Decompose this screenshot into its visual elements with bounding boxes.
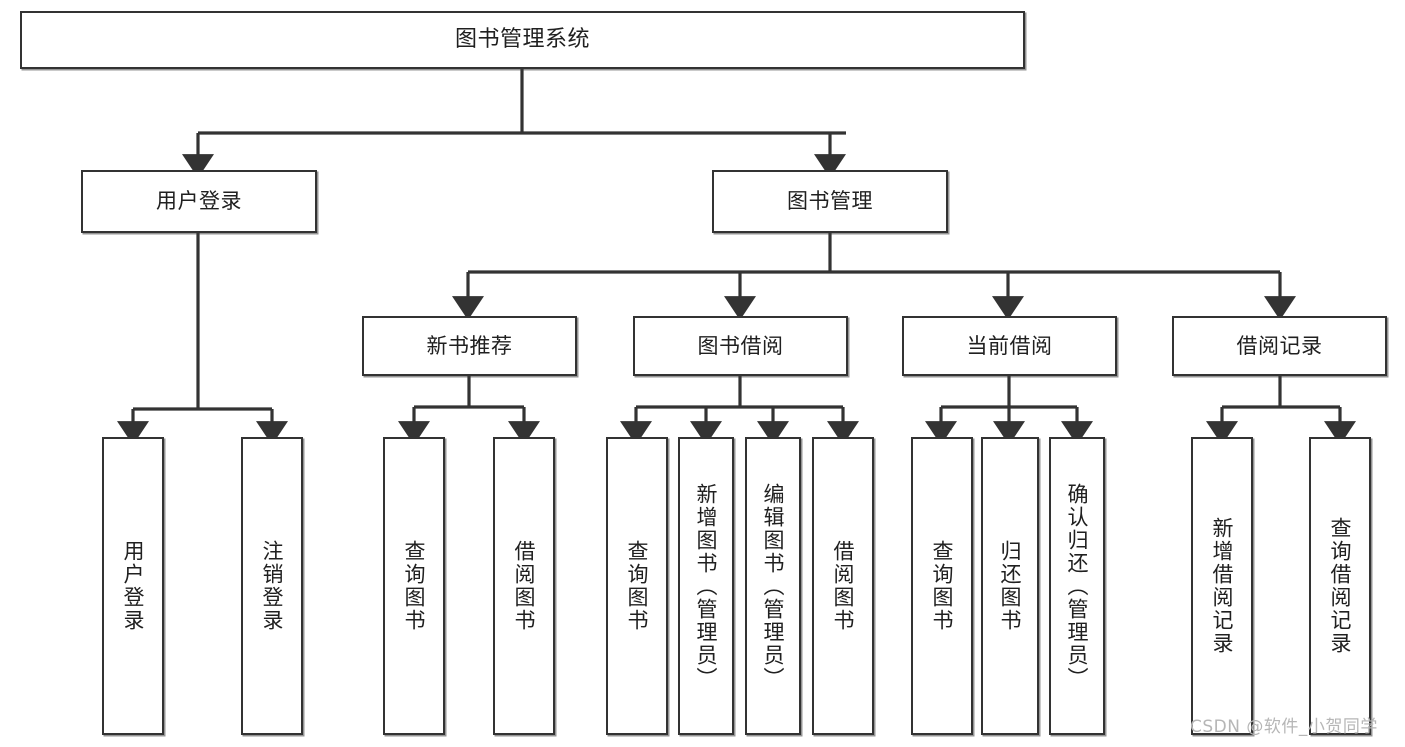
node-user-login[interactable]: 用户登录: [81, 170, 317, 233]
node-leaf-query-book-borrow[interactable]: 查询图书: [606, 437, 668, 735]
node-borrow-record[interactable]: 借阅记录: [1172, 316, 1387, 376]
node-label: 图书借阅: [697, 333, 784, 358]
node-leaf-edit-book-admin[interactable]: 编辑图书（管理员）: [745, 437, 801, 735]
node-leaf-query-book-recommend[interactable]: 查询图书: [383, 437, 445, 735]
node-label: 图书管理: [787, 189, 873, 214]
node-current-borrow[interactable]: 当前借阅: [902, 316, 1117, 376]
node-label: 归还图书: [998, 540, 1023, 632]
node-label: 新增图书（管理员）: [694, 482, 719, 690]
node-label: 编辑图书（管理员）: [761, 482, 786, 690]
node-label: 查询图书: [402, 540, 427, 632]
node-leaf-query-book-current[interactable]: 查询图书: [911, 437, 973, 735]
node-label: 注销登录: [260, 540, 285, 632]
node-book-borrow[interactable]: 图书借阅: [633, 316, 848, 376]
node-label: 用户登录: [156, 189, 242, 214]
node-leaf-add-borrow-record[interactable]: 新增借阅记录: [1191, 437, 1253, 735]
node-book-management[interactable]: 图书管理: [712, 170, 948, 233]
node-leaf-borrow-book[interactable]: 借阅图书: [812, 437, 874, 735]
node-leaf-query-borrow-record[interactable]: 查询借阅记录: [1309, 437, 1371, 735]
node-new-book-recommend[interactable]: 新书推荐: [362, 316, 577, 376]
node-leaf-user-login[interactable]: 用户登录: [102, 437, 164, 735]
node-leaf-logout[interactable]: 注销登录: [241, 437, 303, 735]
node-root-library-system[interactable]: 图书管理系统: [20, 11, 1025, 69]
node-label: 借阅图书: [831, 540, 856, 632]
watermark-text: CSDN @软件_小贺同学: [1190, 717, 1378, 737]
node-label: 用户登录: [121, 540, 146, 632]
node-leaf-borrow-book-recommend[interactable]: 借阅图书: [493, 437, 555, 735]
node-label: 新增借阅记录: [1210, 517, 1235, 655]
node-leaf-return-book[interactable]: 归还图书: [981, 437, 1039, 735]
node-label: 确认归还（管理员）: [1065, 482, 1090, 690]
node-label: 查询图书: [930, 540, 955, 632]
node-label: 图书管理系统: [454, 27, 590, 53]
node-label: 新书推荐: [426, 333, 513, 358]
node-leaf-add-book-admin[interactable]: 新增图书（管理员）: [678, 437, 734, 735]
node-label: 查询借阅记录: [1328, 517, 1353, 655]
node-label: 借阅记录: [1236, 333, 1323, 358]
node-label: 查询图书: [625, 540, 650, 632]
node-label: 当前借阅: [966, 333, 1053, 358]
node-leaf-confirm-return-admin[interactable]: 确认归还（管理员）: [1049, 437, 1105, 735]
node-label: 借阅图书: [512, 540, 537, 632]
